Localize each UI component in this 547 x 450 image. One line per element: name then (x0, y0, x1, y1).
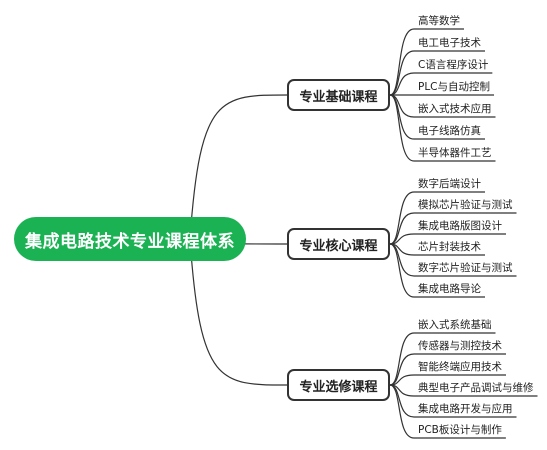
branch-to-leaf-connector (389, 243, 415, 277)
leaf-topic[interactable]: 数字后端设计 (418, 178, 481, 190)
branch-to-leaf-connector (389, 384, 415, 439)
leaf-topic[interactable]: C语言程序设计 (418, 59, 489, 71)
branch-to-leaf-connector (389, 384, 415, 418)
branch-to-leaf-connector (389, 332, 415, 386)
leaf-topic[interactable]: PCB板设计与制作 (418, 424, 502, 436)
leaf-topic[interactable]: 典型电子产品调试与维修 (418, 382, 534, 394)
branch-to-leaf-connector (389, 191, 415, 245)
branch-to-leaf-connector (389, 353, 415, 386)
leaf-topic[interactable]: 数字芯片验证与测试 (418, 262, 513, 274)
leaf-topic[interactable]: 集成电路版图设计 (418, 220, 502, 232)
branch-topic-elective[interactable]: 专业选修课程 (287, 369, 390, 401)
branch-to-leaf-connector (389, 212, 415, 245)
leaf-topic[interactable]: 嵌入式系统基础 (418, 319, 492, 331)
leaf-topic[interactable]: 电子线路仿真 (418, 125, 481, 137)
leaf-topic[interactable]: 传感器与测控技术 (418, 340, 502, 352)
root-topic[interactable]: 集成电路技术专业课程体系 (14, 217, 246, 261)
branch-topic-core[interactable]: 专业核心课程 (287, 228, 390, 260)
branch-to-leaf-connector (389, 94, 415, 162)
leaf-topic[interactable]: 高等数学 (418, 15, 460, 27)
branch-to-leaf-connector (389, 243, 415, 298)
leaf-topic[interactable]: 芯片封装技术 (418, 241, 481, 253)
leaf-topic[interactable]: 电工电子技术 (418, 37, 481, 49)
leaf-topic[interactable]: 模拟芯片验证与测试 (418, 199, 513, 211)
branch-to-leaf-connector (389, 50, 415, 96)
leaf-topic[interactable]: 集成电路导论 (418, 283, 481, 295)
root-to-branch-connector (189, 94, 288, 240)
leaf-topic[interactable]: 嵌入式技术应用 (418, 103, 492, 115)
root-to-branch-connector (189, 238, 288, 386)
branch-to-leaf-connector (389, 72, 415, 96)
leaf-topic[interactable]: 半导体器件工艺 (418, 147, 492, 159)
leaf-topic[interactable]: 智能终端应用技术 (418, 361, 502, 373)
leaf-topic[interactable]: PLC与自动控制 (418, 81, 491, 93)
leaf-topic[interactable]: 集成电路开发与应用 (418, 403, 513, 415)
branch-topic-foundation[interactable]: 专业基础课程 (287, 79, 390, 111)
